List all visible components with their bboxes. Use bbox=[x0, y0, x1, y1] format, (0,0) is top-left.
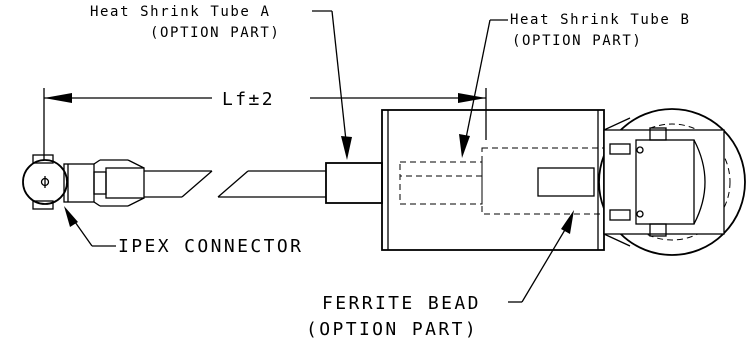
leader-ipex bbox=[64, 206, 116, 247]
leader-heat-shrink-b bbox=[459, 19, 508, 158]
heat-shrink-b-label: Heat Shrink Tube B bbox=[510, 12, 691, 28]
leader-ferrite bbox=[508, 210, 574, 303]
heat-shrink-a-label: Heat Shrink Tube A bbox=[90, 4, 271, 20]
ferrite-bead-note: (OPTION PART) bbox=[306, 319, 478, 340]
dimension-lf bbox=[43, 88, 487, 160]
leader-heat-shrink-a bbox=[312, 10, 352, 160]
heat-shrink-b-note: (OPTION PART) bbox=[512, 33, 642, 49]
ipex-connector bbox=[22, 154, 145, 210]
dimension-label: Lf±2 bbox=[222, 89, 275, 110]
end-cap bbox=[598, 108, 746, 256]
cable bbox=[144, 170, 326, 198]
heat-shrink-a-note: (OPTION PART) bbox=[150, 25, 280, 41]
heat-shrink-tube-a bbox=[325, 162, 383, 204]
ipex-connector-label: IPEX CONNECTOR bbox=[118, 236, 303, 257]
ferrite-bead-label: FERRITE BEAD bbox=[322, 293, 481, 314]
hidden-internals bbox=[399, 147, 629, 215]
